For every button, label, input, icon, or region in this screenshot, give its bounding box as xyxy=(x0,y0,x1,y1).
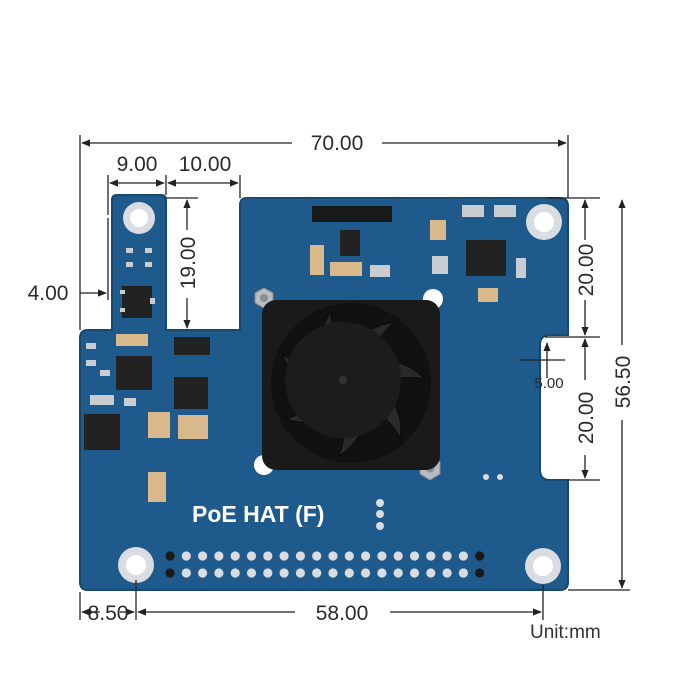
gpio-pin xyxy=(198,568,208,578)
vias xyxy=(376,474,503,530)
gpio-pin xyxy=(279,568,289,578)
gpio-pin xyxy=(263,551,273,561)
tab-width-label: 9.00 xyxy=(117,153,158,176)
board-label: PoE HAT (F) xyxy=(192,501,324,527)
gpio-pin xyxy=(475,551,485,561)
gpio-pin xyxy=(409,551,420,561)
gpio-pin xyxy=(295,551,305,561)
gpio-pin xyxy=(442,551,452,561)
gpio-pin xyxy=(377,568,387,578)
tab-components xyxy=(120,248,155,318)
gpio-pin xyxy=(165,551,175,561)
gpio-pin xyxy=(214,551,224,561)
gpio-pin xyxy=(409,568,420,578)
gpio-pin xyxy=(246,568,257,578)
gpio-pin xyxy=(377,551,387,561)
gpio-pin xyxy=(312,568,322,578)
lower-hole-spacing-label: 20.00 xyxy=(575,392,598,445)
mounting-hole-icon xyxy=(123,202,155,234)
hole-spacing-label: 58.00 xyxy=(316,602,369,625)
gpio-pin xyxy=(426,551,436,561)
overall-width-label: 70.00 xyxy=(311,132,364,155)
notch-width-label: 10.00 xyxy=(179,153,232,176)
gpio-pin xyxy=(230,568,240,578)
gpio-pin xyxy=(214,568,224,578)
overall-height-label: 56.50 xyxy=(612,356,635,409)
gpio-pin xyxy=(181,551,191,561)
top-components xyxy=(310,205,526,302)
gpio-pin xyxy=(263,568,273,578)
gpio-pin xyxy=(312,551,322,561)
gpio-pin xyxy=(426,568,436,578)
gpio-pin xyxy=(328,551,338,561)
left-margin-label: 8.50 xyxy=(88,602,129,625)
gpio-pin xyxy=(458,568,468,578)
gpio-pin xyxy=(328,568,338,578)
gpio-pin xyxy=(279,551,289,561)
power-components xyxy=(84,334,210,502)
left-offset-label: 4.00 xyxy=(28,282,69,305)
notch-depth-label: 19.00 xyxy=(177,237,200,290)
gpio-pin xyxy=(361,551,371,561)
gpio-header-icon xyxy=(165,551,485,578)
gpio-pin xyxy=(458,551,468,561)
mounting-hole-icon xyxy=(526,204,562,240)
cooling-fan-icon xyxy=(262,300,440,470)
gpio-pin xyxy=(344,568,354,578)
gpio-pin xyxy=(475,568,485,578)
gpio-pin xyxy=(361,568,371,578)
mounting-hole-icon xyxy=(525,548,561,584)
gpio-pin xyxy=(246,551,257,561)
mounting-hole-icon xyxy=(118,547,154,583)
top-hole-spacing-label: 20.00 xyxy=(575,244,598,297)
right-notch-depth-label: 5.00 xyxy=(534,375,563,392)
gpio-pin xyxy=(442,568,452,578)
gpio-pin xyxy=(344,551,354,561)
gpio-pin xyxy=(295,568,305,578)
gpio-pin xyxy=(198,551,208,561)
gpio-pin xyxy=(393,551,403,561)
gpio-pin xyxy=(393,568,403,578)
gpio-pin xyxy=(230,551,240,561)
gpio-pin xyxy=(181,568,191,578)
unit-label: Unit:mm xyxy=(530,622,601,643)
gpio-pin xyxy=(165,568,175,578)
